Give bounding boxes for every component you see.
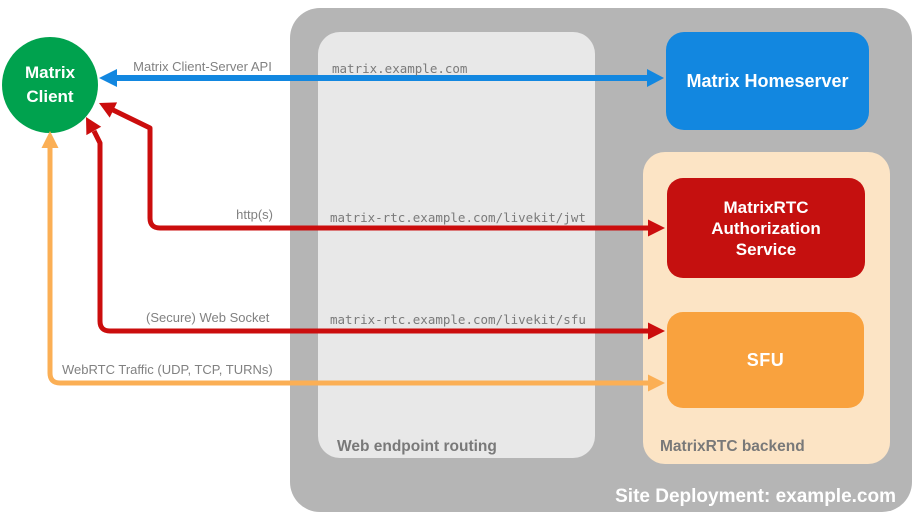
endpoint-livekit-sfu: matrix-rtc.example.com/livekit/sfu [330,312,586,327]
https-label: http(s) [236,207,273,222]
arrowhead-client-icon [41,131,59,148]
webrtc-traffic-label: WebRTC Traffic (UDP, TCP, TURNs) [62,362,273,377]
arrowhead-client-icon [86,117,102,136]
client-server-api-label: Matrix Client-Server API [133,59,272,74]
arrowhead-left-icon [99,69,117,87]
matrix-client-node: Matrix Client [2,37,98,133]
web-endpoint-routing-panel [318,32,595,458]
matrix-homeserver-label: Matrix Homeserver [686,70,849,91]
backend-panel-caption: MatrixRTC backend [660,438,805,455]
matrix-client-label: Matrix Client [24,63,76,106]
sfu-label: SFU [746,349,785,370]
routing-panel-caption: Web endpoint routing [337,438,497,455]
site-deployment-caption: Site Deployment: example.com [615,486,896,507]
websocket-label: (Secure) Web Socket [146,310,270,325]
endpoint-homeserver: matrix.example.com [332,61,468,76]
sfu-node: SFU [667,312,864,408]
endpoint-livekit-jwt: matrix-rtc.example.com/livekit/jwt [330,210,586,225]
matrix-homeserver-node: Matrix Homeserver [666,32,869,130]
arrowhead-client-icon [99,102,118,118]
auth-service-label: MatrixRTC Authorization Service [711,197,821,259]
matrixrtc-auth-service-node: MatrixRTC Authorization Service [667,178,865,278]
